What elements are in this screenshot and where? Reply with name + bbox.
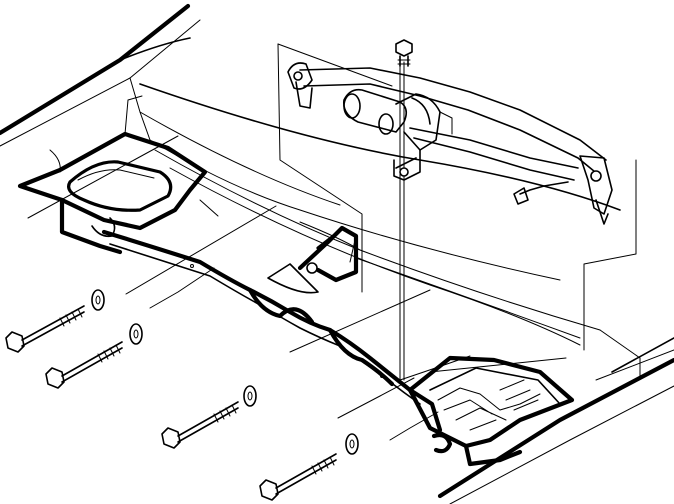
brace-gusset [267, 263, 319, 294]
mounting-bolt-4 [259, 433, 359, 501]
washer [345, 433, 359, 455]
fuse-relay-box [407, 355, 575, 467]
wiper-linkage [287, 62, 613, 225]
wiper-motor [342, 88, 453, 181]
linkage-bolt [513, 187, 529, 205]
leader-lines [27, 61, 581, 441]
left-pivot [287, 62, 313, 90]
cowl-top-panel [139, 83, 674, 504]
wiper-linkage-frame [277, 43, 637, 351]
right-pivot [579, 155, 613, 215]
left-pivot-shaft [293, 71, 303, 81]
mounting-bolt-1 [5, 289, 105, 353]
washer [243, 385, 257, 407]
mounting-bolt-3 [161, 385, 257, 449]
bracket-hole [306, 262, 318, 274]
right-pivot-shaft [590, 170, 602, 182]
washer [129, 323, 143, 345]
motor-bracket-bolt [395, 39, 413, 67]
windshield-outline [0, 3, 201, 147]
brace-hole [190, 264, 194, 268]
motor-mount-hole [399, 167, 409, 177]
washer [91, 289, 105, 311]
mounting-bolts [5, 289, 359, 501]
mounting-bolt-2 [45, 323, 143, 389]
brace-hole [380, 374, 384, 378]
left-cowl-duct [17, 95, 208, 255]
cowl-brace [101, 229, 443, 433]
